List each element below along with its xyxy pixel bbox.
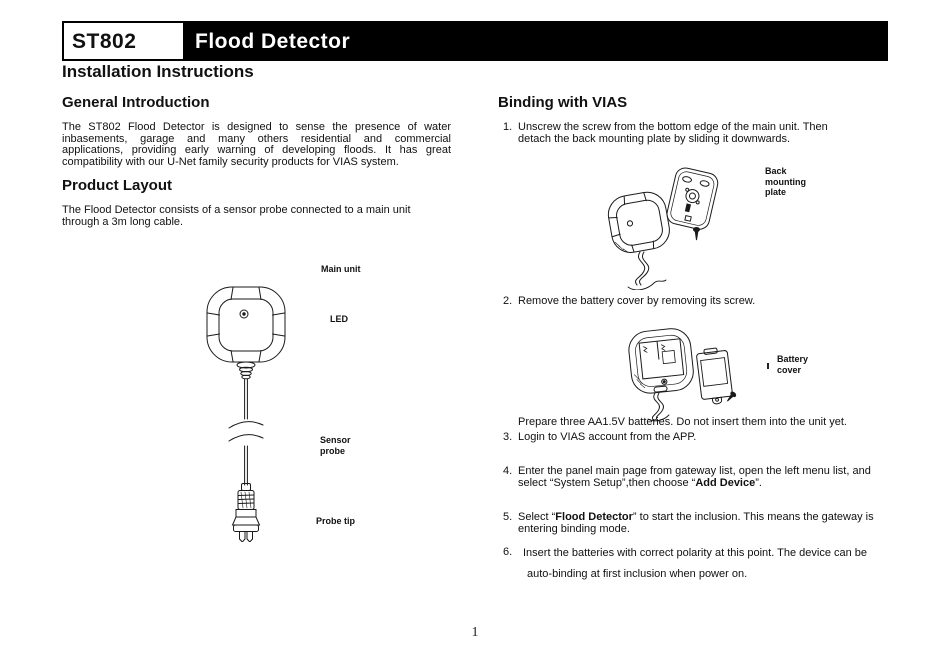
heading-product-layout: Product Layout — [62, 177, 173, 194]
layout-line-1: The Flood Detector consists of a sensor … — [62, 204, 411, 216]
step-3-number: 3. — [503, 431, 513, 443]
intro-line-2: inbasements, garage and many others resi… — [62, 132, 451, 145]
bold-flood-detector: Flood Detector — [555, 511, 633, 523]
main-unit-drawing — [207, 287, 285, 362]
open-unit-drawing — [627, 327, 695, 395]
step-3-line-1: Login to VIAS account from the APP. — [518, 431, 697, 443]
step-6-line-1: Insert the batteries with correct polari… — [523, 547, 868, 559]
step-2-line-1: Remove the battery cover by removing its… — [518, 295, 756, 307]
cover-screw — [725, 391, 736, 403]
step-1-number: 1. — [503, 121, 513, 133]
step-3: 3. Login to VIAS account from the APP. — [498, 431, 884, 444]
battery-cover-drawing — [696, 347, 734, 406]
label-battery-cover: Battery cover — [777, 354, 809, 375]
main-unit-tilted-drawing — [605, 189, 672, 255]
back-mounting-plate-figure — [605, 165, 770, 290]
model-number-box: ST802 — [62, 21, 185, 61]
label-led: LED — [330, 314, 348, 324]
intro-line-1: The ST802 Flood Detector is designed to … — [62, 121, 451, 133]
general-introduction-paragraph: The ST802 Flood Detector is designed to … — [62, 121, 451, 168]
step-5-line-1: Select “Flood Detector” to start the inc… — [518, 511, 874, 523]
probe-tip-prong — [247, 532, 253, 543]
step-5-line-2: entering binding mode. — [518, 522, 630, 535]
probe-tip-prong — [240, 532, 246, 543]
heading-binding-with-vias: Binding with VIAS — [498, 94, 628, 111]
label-main-unit: Main unit — [321, 264, 361, 274]
battery-note: Prepare three AA1.5V batteries. Do not i… — [498, 416, 884, 429]
battery-cover-figure — [622, 322, 742, 422]
leader-tick — [767, 363, 769, 369]
step-4: 4. Enter the panel main page from gatewa… — [498, 465, 884, 489]
heading-general-introduction: General Introduction — [62, 94, 210, 111]
intro-line-4: compatibility with our U-Net family secu… — [62, 155, 399, 168]
layout-line-2: through a 3m long cable. — [62, 215, 184, 228]
unit-cable-squiggle — [648, 393, 669, 421]
product-layout-figure — [200, 282, 300, 542]
label-back-mounting-plate: Back mounting plate — [765, 166, 806, 197]
step-5-number: 5. — [503, 511, 513, 523]
step-6-line-2: auto-binding at first inclusion when pow… — [527, 568, 748, 580]
battery-note-text: Prepare three AA1.5V batteries. Do not i… — [518, 416, 847, 428]
step-1-line-2: detach the back mounting plate by slidin… — [518, 132, 791, 145]
label-sensor-probe: Sensor probe — [320, 435, 351, 456]
product-title-bar: Flood Detector — [185, 21, 888, 61]
step-2: 2. Remove the battery cover by removing … — [498, 295, 884, 308]
step-1: 1. Unscrew the screw from the bottom edg… — [498, 121, 884, 145]
probe-drawing — [233, 484, 260, 543]
step-1-line-1: Unscrew the screw from the bottom edge o… — [518, 121, 828, 133]
cable-connector — [237, 362, 255, 379]
step-4-number: 4. — [503, 465, 513, 477]
sensor-cable — [229, 379, 263, 485]
step-4-line-2: select “System Setup”,then choose “Add D… — [518, 476, 762, 489]
page-number: 1 — [471, 625, 479, 640]
step-6: 6. Insert the batteries with correct pol… — [498, 546, 884, 580]
led-dot — [240, 310, 248, 318]
unit-cable-squiggle — [628, 252, 666, 290]
page-title: Installation Instructions — [62, 62, 254, 81]
back-plate-drawing — [665, 166, 720, 231]
label-probe-tip: Probe tip — [316, 516, 356, 526]
bold-add-device: Add Device — [695, 476, 756, 489]
step-2-number: 2. — [503, 295, 513, 307]
intro-line-3: applications, providing early warning of… — [62, 144, 451, 157]
plate-screw — [694, 228, 700, 241]
step-5: 5. Select “Flood Detector” to start the … — [498, 511, 884, 535]
product-layout-paragraph: The Flood Detector consists of a sensor … — [62, 204, 451, 228]
step-6-number: 6. — [503, 546, 513, 558]
step-4-line-1: Enter the panel main page from gateway l… — [518, 465, 871, 477]
